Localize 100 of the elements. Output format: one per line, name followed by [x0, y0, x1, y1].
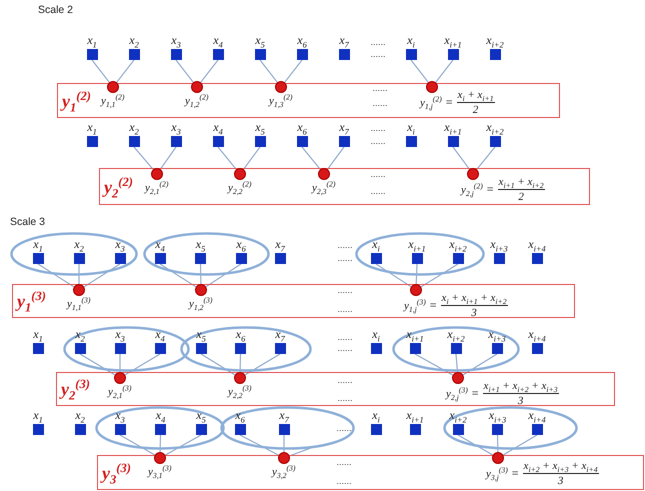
variable-label: x$_{i+3}$	[487, 327, 507, 341]
variable-label: x$_{i+4}$	[527, 237, 547, 251]
connector-line	[176, 60, 194, 83]
scale-band	[97, 455, 644, 490]
variable-label: x$_{i+1}$	[405, 408, 425, 422]
variable-label: x$_{7}$	[338, 120, 350, 134]
scale-band	[99, 168, 590, 205]
variable-label: x$_{6}$	[234, 408, 246, 422]
ellipsis-dots: ......	[338, 332, 352, 342]
variable-label: x$_{4}$	[212, 120, 224, 134]
variable-label: x$_{7}$	[274, 327, 286, 341]
connector-line	[410, 60, 429, 83]
variable-label: x$_{4}$	[154, 327, 166, 341]
ellipsis-dots: ......	[338, 253, 352, 263]
connector-line	[92, 60, 110, 83]
variable-label: x$_{i+2}$	[446, 327, 466, 341]
connector-line	[124, 354, 160, 376]
connector-line	[260, 60, 278, 83]
connector-line	[302, 146, 321, 170]
variable-label: x$_{1}$	[32, 237, 44, 251]
variable-label: x$_{3}$	[114, 237, 126, 251]
formula-numerator: x$_{i}$ + x$_{i+1}$ + x$_{i+2}$	[440, 292, 508, 306]
variable-label: x$_{i+3}$	[488, 408, 508, 422]
connector-line	[284, 60, 302, 83]
variable-label: x$_{i+1}$	[443, 33, 463, 47]
variable-label: x$_{3}$	[114, 327, 126, 341]
variable-label: x$_{i}$	[406, 120, 416, 134]
scale-title: Scale 3	[10, 216, 46, 228]
variable-label: x$_{5}$	[254, 33, 266, 47]
variable-label: x$_{4}$	[154, 408, 166, 422]
variable-label: x$_{5}$	[195, 408, 207, 422]
variable-label: x$_{i+2}$	[448, 408, 468, 422]
connector-line	[240, 354, 242, 372]
connector-line	[116, 60, 134, 83]
scale-band	[57, 83, 560, 118]
ellipsis-dots: ......	[372, 83, 388, 93]
variable-label: x$_{2}$	[128, 33, 140, 47]
variable-label: x$_{4}$	[212, 33, 224, 47]
variable-label: x$_{i+2}$	[485, 120, 505, 134]
connector-line	[244, 354, 280, 376]
formula-denominator: 3	[471, 306, 477, 319]
variable-label: x$_{5}$	[195, 327, 207, 341]
variable-label: x$_{3}$	[170, 120, 182, 134]
formula-denominator: 2	[472, 103, 478, 116]
connector-line	[240, 434, 279, 456]
equals-sign: =	[446, 95, 453, 110]
variable-label: x$_{1}$	[32, 327, 44, 341]
variable-label: x$_{i}$	[371, 408, 381, 422]
variable-label: x$_{i+2}$	[448, 237, 468, 251]
ellipsis-dots: ......	[370, 49, 386, 59]
variable-label: x$_{1}$	[86, 33, 98, 47]
variable-label: x$_{4}$	[154, 237, 166, 251]
variable-label: x$_{7}$	[278, 408, 290, 422]
connector-line	[134, 146, 154, 170]
ellipsis-dots: ......	[338, 393, 352, 403]
ellipsis-dots: ......	[338, 285, 352, 295]
equals-sign: =	[512, 466, 519, 481]
formula-numerator: x$_{i+1}$ + x$_{i+2}$	[498, 176, 545, 190]
connector-line	[283, 435, 285, 452]
equals-sign: =	[486, 182, 494, 197]
variable-label: x$_{1}$	[86, 120, 98, 134]
variable-label: x$_{6}$	[296, 120, 308, 134]
connector-line	[218, 146, 237, 170]
variable-label: x$_{i+1}$	[407, 237, 427, 251]
ellipsis-dots: ......	[370, 37, 386, 47]
ellipsis-dots: ......	[338, 240, 352, 250]
formula-denominator: 3	[518, 394, 524, 407]
variable-label: x$_{3}$	[170, 33, 182, 47]
variable-label: x$_{1}$	[32, 408, 44, 422]
formula-numerator: x$_{i}$ + x$_{i+1}$	[456, 89, 495, 103]
connector-line	[455, 354, 458, 372]
connector-line	[160, 146, 176, 170]
variable-label: x$_{5}$	[194, 237, 206, 251]
variable-label: x$_{5}$	[254, 120, 266, 134]
variable-label: x$_{i+3}$	[489, 237, 509, 251]
variable-label: x$_{2}$	[74, 327, 86, 341]
formula-denominator: 3	[558, 474, 564, 487]
connector-line	[502, 434, 538, 456]
variable-label: x$_{2}$	[73, 237, 85, 251]
variable-label: x$_{i+4}$	[527, 408, 547, 422]
variable-label: x$_{6}$	[296, 33, 308, 47]
scale-title: Scale 2	[38, 4, 74, 16]
ellipsis-dots: ......	[370, 123, 386, 133]
connector-line	[78, 264, 80, 284]
connector-line	[416, 264, 418, 284]
ellipsis-dots: ......	[338, 375, 352, 385]
ellipsis-dots: ......	[338, 304, 352, 314]
connector-line	[496, 434, 498, 452]
scale-band	[56, 372, 615, 406]
formula-numerator: x$_{i+2}$ + x$_{i+3}$ + x$_{i+4}$	[522, 460, 599, 474]
connector-line	[119, 354, 121, 372]
connector-line	[452, 146, 470, 170]
connector-line	[327, 146, 344, 170]
ellipsis-dots: ......	[370, 186, 386, 196]
variable-label: x$_{i+1}$	[405, 327, 425, 341]
scale-band	[12, 284, 575, 318]
variable-label: x$_{i+4}$	[527, 327, 547, 341]
variable-label: x$_{3}$	[114, 408, 126, 422]
variable-label: x$_{i}$	[406, 33, 416, 47]
equals-sign: =	[430, 298, 437, 313]
